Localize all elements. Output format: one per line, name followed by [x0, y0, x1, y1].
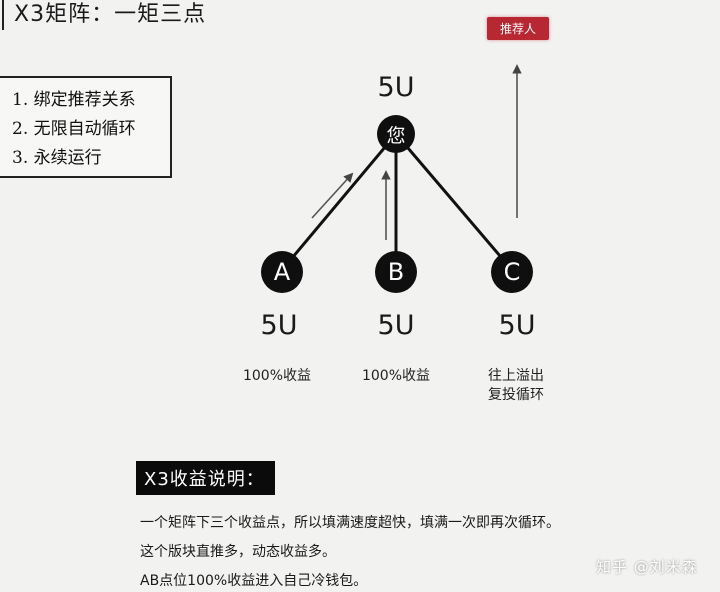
node-c-amount: 5U	[498, 310, 536, 341]
page-title: X3矩阵：一矩三点	[2, 0, 206, 30]
explanation-line: 这个版块直推多，动态收益多。	[140, 544, 336, 560]
node-b-amount: 5U	[377, 310, 415, 341]
node-c-note: 往上溢出 复投循环	[488, 368, 544, 403]
node-a: A	[261, 251, 303, 293]
connector-c	[394, 133, 514, 271]
rules-box: 1. 绑定推荐关系 2. 无限自动循环 3. 永续运行	[0, 76, 172, 178]
explanation-line: 一个矩阵下三个收益点，所以填满速度超快，填满一次即再次循环。	[140, 515, 560, 531]
top-node-amount: 5U	[377, 72, 415, 103]
node-c: C	[491, 251, 533, 293]
rule-item: 2. 无限自动循环	[12, 119, 136, 139]
arrow-a-up	[311, 172, 354, 219]
connector-a	[280, 133, 398, 271]
rule-item: 1. 绑定推荐关系	[12, 90, 136, 110]
node-b-note: 100%收益	[361, 368, 431, 384]
node-a-note: 100%收益	[242, 368, 312, 384]
top-node-you: 您	[377, 115, 415, 153]
node-a-amount: 5U	[260, 310, 298, 341]
rule-item: 3. 永续运行	[12, 148, 102, 168]
referrer-badge: 推荐人	[487, 17, 549, 40]
explanation-heading: X3收益说明：	[136, 461, 275, 495]
node-b: B	[375, 251, 417, 293]
watermark: 知乎 @刘米森	[596, 558, 698, 576]
explanation-line: AB点位100%收益进入自己冷钱包。	[140, 573, 368, 589]
